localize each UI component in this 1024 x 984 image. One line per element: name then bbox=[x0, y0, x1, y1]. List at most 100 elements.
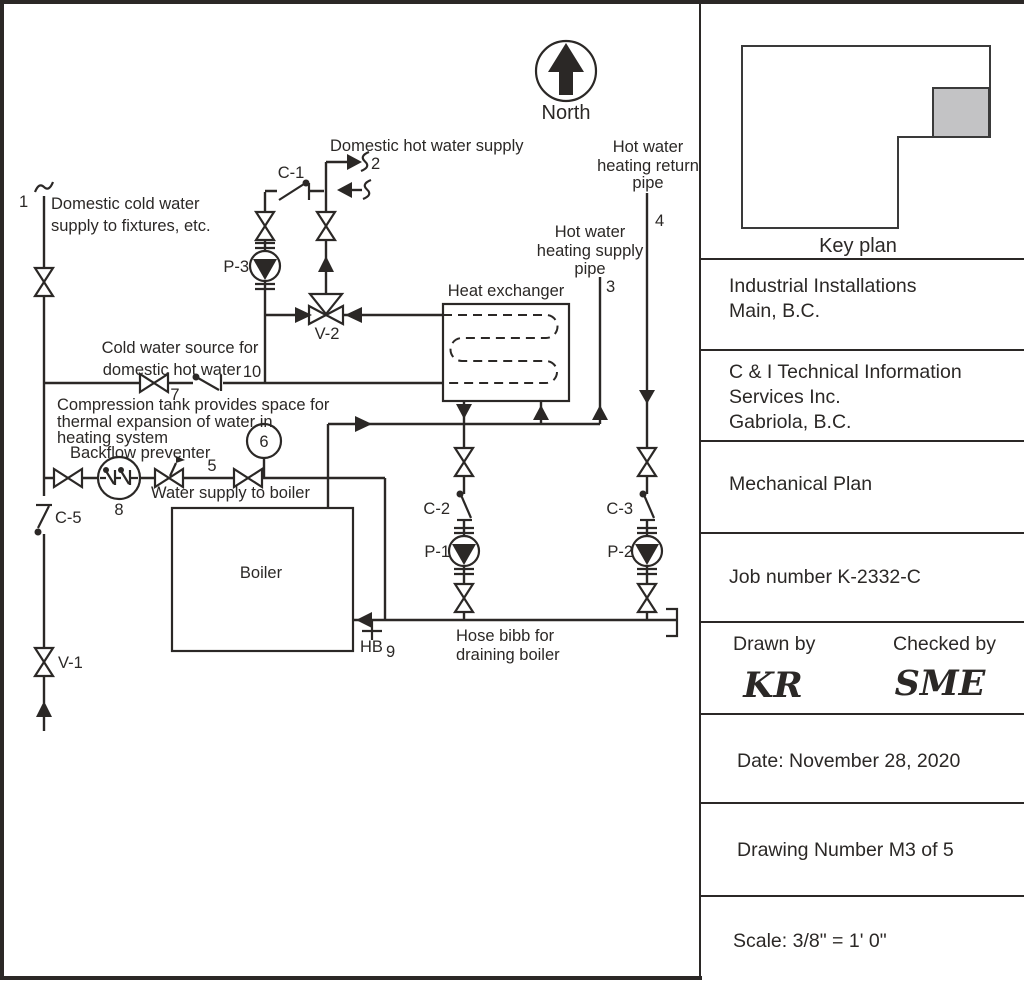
equip-c5-label: C-5 bbox=[55, 509, 82, 527]
flow-arrow-icon bbox=[295, 307, 312, 323]
pump-p2-icon bbox=[630, 526, 664, 576]
flow-arrow-icon bbox=[36, 701, 52, 717]
equip-v1-label: V-1 bbox=[58, 654, 83, 672]
drawing-number-field: Drawing Number M3 of 5 bbox=[737, 839, 954, 861]
pipe-hx-stubs bbox=[462, 401, 543, 424]
three-way-valve-icon bbox=[307, 292, 345, 326]
equip-c1-label: C-1 bbox=[278, 164, 305, 182]
heat-exchanger bbox=[441, 302, 571, 403]
company-name-line3: Gabriola, B.C. bbox=[729, 411, 851, 433]
flow-arrow-icon bbox=[456, 404, 472, 419]
flow-arrow-icon bbox=[592, 405, 608, 420]
equip-v2-label: V-2 bbox=[315, 325, 340, 343]
tag-5: 5 bbox=[207, 457, 216, 475]
key-plan-diagram bbox=[741, 45, 991, 229]
tag-hb: HB bbox=[360, 638, 383, 656]
compression-label-3: heating system bbox=[57, 429, 168, 447]
equip-c2-label: C-2 bbox=[423, 500, 450, 518]
dcw-label-1: Domestic cold water bbox=[51, 195, 200, 213]
dcw-label-2: supply to fixtures, etc. bbox=[51, 217, 211, 235]
key-plan-highlight-area bbox=[932, 87, 990, 138]
hw-return-label-3: pipe bbox=[632, 174, 663, 192]
pump-p1-icon bbox=[447, 526, 481, 576]
hw-supply-label-1: Hot water bbox=[555, 223, 626, 241]
gate-valve-icon bbox=[254, 210, 276, 242]
check-valve-c2-icon bbox=[455, 489, 474, 522]
hw-return-label-1: Hot water bbox=[613, 138, 684, 156]
plan-title: Mechanical Plan bbox=[729, 473, 872, 495]
tag-9: 9 bbox=[386, 643, 395, 661]
tag-8: 8 bbox=[114, 501, 123, 519]
pipe-break-icon bbox=[360, 150, 370, 173]
flow-arrow-icon bbox=[345, 307, 362, 323]
water-supply-label: Water supply to boiler bbox=[151, 484, 310, 502]
dhw-supply-label: Domestic hot water supply bbox=[330, 137, 524, 155]
drain-stub-icon bbox=[666, 607, 679, 638]
pipe-break-icon bbox=[362, 178, 372, 201]
tag-4: 4 bbox=[655, 212, 664, 230]
company-name-line2: Services Inc. bbox=[729, 386, 841, 408]
backflow-preventer-icon bbox=[96, 455, 142, 501]
check-valve-c1-icon bbox=[278, 179, 311, 201]
scale-field: Scale: 3/8" = 1' 0" bbox=[733, 930, 887, 952]
gate-valves bbox=[33, 210, 658, 678]
title-block: Key plan Industrial Installations Main, … bbox=[729, 235, 996, 952]
gate-valve-icon bbox=[453, 582, 475, 614]
gate-valve-icon bbox=[52, 467, 84, 489]
date-field: Date: November 28, 2020 bbox=[737, 750, 960, 772]
pipe-break-icon bbox=[33, 181, 55, 193]
diagram-labels: North Domestic hot water supply 2 Hot wa… bbox=[19, 102, 699, 672]
drawn-by-label: Drawn by bbox=[733, 633, 816, 655]
gate-valve-icon bbox=[33, 266, 55, 298]
tag-2: 2 bbox=[371, 155, 380, 173]
compression-label-2: thermal expansion of water in bbox=[57, 413, 273, 431]
equip-p1-label: P-1 bbox=[424, 543, 450, 561]
tag-10: 10 bbox=[243, 363, 261, 381]
backflow-label: Backflow preventer bbox=[70, 444, 211, 462]
gate-valve-icon bbox=[315, 210, 337, 242]
title-block-grid bbox=[700, 258, 1024, 897]
hw-supply-label-3: pipe bbox=[574, 260, 605, 278]
boiler-label: Boiler bbox=[240, 564, 283, 582]
flow-arrow-icon bbox=[355, 416, 372, 432]
check-valves bbox=[34, 179, 657, 536]
flow-arrow-icon bbox=[318, 256, 334, 272]
flow-arrow-icon bbox=[639, 390, 655, 404]
check-valve-c3-icon bbox=[638, 489, 657, 522]
tag-1: 1 bbox=[19, 193, 28, 211]
flow-arrow-icon bbox=[356, 612, 372, 628]
boiler bbox=[170, 506, 355, 653]
gate-valve-icon bbox=[453, 446, 475, 478]
gate-valve-icon bbox=[636, 582, 658, 614]
equip-p2-label: P-2 bbox=[607, 543, 633, 561]
flow-arrows bbox=[36, 154, 655, 731]
flow-arrow-icon bbox=[347, 154, 362, 170]
drawn-by-signature: KR bbox=[742, 665, 803, 706]
heat-exchanger-coil-icon bbox=[443, 314, 559, 384]
check-valve-7-icon bbox=[192, 373, 223, 391]
tag-6: 6 bbox=[259, 433, 268, 451]
hw-return-label-2: heating return bbox=[597, 157, 699, 175]
flow-arrow-icon bbox=[337, 182, 352, 198]
gate-valve-icon bbox=[636, 446, 658, 478]
tag-3: 3 bbox=[606, 278, 615, 296]
hose-bibb-label-2: draining boiler bbox=[456, 646, 560, 664]
tag-7: 7 bbox=[170, 386, 179, 404]
equip-c3-label: C-3 bbox=[606, 500, 633, 518]
cold-source-label-2: domestic hot water bbox=[103, 361, 242, 379]
checked-by-signature: SME bbox=[895, 663, 987, 704]
job-number: Job number K-2332-C bbox=[729, 566, 921, 588]
tag-bubble-6 bbox=[245, 422, 283, 460]
compression-label-1: Compression tank provides space for bbox=[57, 396, 330, 414]
gate-valve-v1-icon bbox=[33, 646, 55, 678]
north-arrow-icon bbox=[534, 39, 598, 103]
hose-bibb-label-1: Hose bibb for bbox=[456, 627, 555, 645]
north-label: North bbox=[542, 102, 591, 124]
key-plan-label: Key plan bbox=[819, 235, 897, 257]
heat-exchanger-label: Heat exchanger bbox=[448, 282, 565, 300]
project-name-line2: Main, B.C. bbox=[729, 300, 820, 322]
cold-source-label-1: Cold water source for bbox=[102, 339, 259, 357]
flow-arrow-icon bbox=[533, 405, 549, 420]
